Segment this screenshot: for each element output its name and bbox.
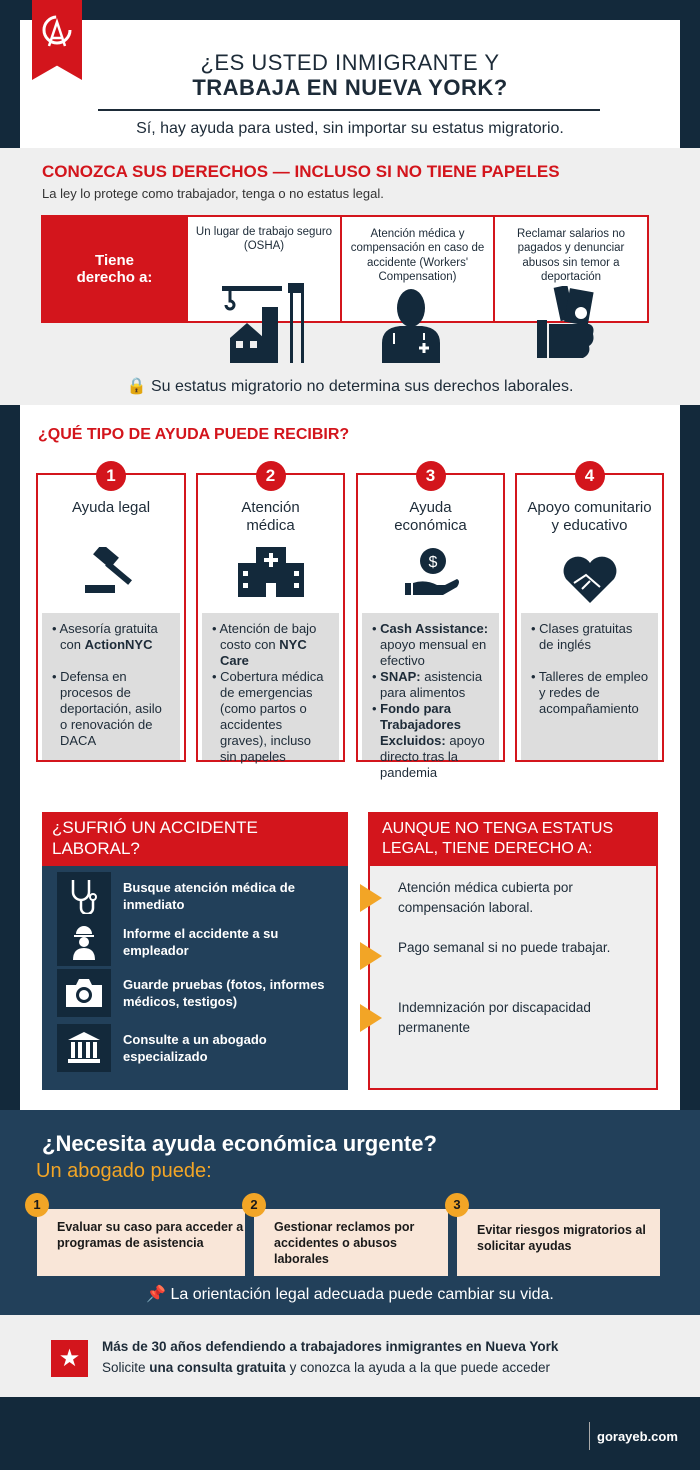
rights-note-text: Su estatus migratorio no determina sus d… bbox=[150, 378, 574, 395]
card-title: Atención médica bbox=[241, 499, 300, 534]
card-title: Ayuda económica bbox=[394, 499, 467, 534]
title-line2: TRABAJA EN NUEVA YORK? bbox=[192, 75, 508, 100]
right-label: Reclamar salarios no pagados y denunciar… bbox=[516, 228, 625, 284]
header bbox=[20, 20, 680, 148]
arrow-icon bbox=[360, 1004, 382, 1032]
rights-subheading: La ley lo protege como trabajador, tenga… bbox=[42, 186, 384, 201]
card-list: • Cash Assistance: apoyo mensual en efec… bbox=[362, 613, 499, 780]
title-line1: ¿ES USTED INMIGRANTE Y bbox=[200, 50, 500, 75]
card-number: 1 bbox=[25, 1193, 49, 1217]
gavel-icon bbox=[85, 547, 132, 593]
entitled-item: Indemnización por discapacidad permanent… bbox=[398, 1000, 591, 1035]
list-item: • SNAP: asistencia para alimentos bbox=[372, 669, 483, 700]
urgent-note: 📌 La orientación legal adecuada puede ca… bbox=[146, 1286, 554, 1303]
list-item: • Cash Assistance: apoyo mensual en efec… bbox=[372, 621, 489, 668]
help-card: 3 Ayuda económica $ • Cash Assistance: a… bbox=[356, 461, 505, 780]
svg-text:$: $ bbox=[428, 554, 437, 571]
rights-lead: Tiene derecho a: bbox=[41, 215, 188, 323]
entitled-item: Pago semanal si no puede trabajar. bbox=[398, 940, 611, 955]
list-item: • Asesoría gratuita con ActionNYC bbox=[52, 621, 158, 652]
help-card: 2 Atención médica • Atención de bajo cos… bbox=[196, 461, 345, 764]
divider bbox=[98, 109, 600, 111]
arrow-icon bbox=[360, 942, 382, 970]
card-number: 2 bbox=[255, 461, 286, 491]
courthouse-icon bbox=[68, 1032, 100, 1063]
logo-monogram-icon bbox=[42, 15, 72, 47]
heart-handshake-icon bbox=[563, 556, 616, 603]
cta-line2[interactable]: Solicite una consulta gratuita y conozca… bbox=[102, 1360, 550, 1375]
rights-heading: CONOZCA SUS DERECHOS — INCLUSO SI NO TIE… bbox=[42, 162, 560, 181]
card-list: • Clases gratuitas de inglés • Talleres … bbox=[521, 613, 658, 760]
right-label: Atención médica y compensación en caso d… bbox=[350, 228, 485, 284]
card-number: 3 bbox=[415, 461, 446, 491]
accident-heading: ¿SUFRIÓ UN ACCIDENTE LABORAL? bbox=[42, 812, 348, 866]
star-icon: ★ bbox=[51, 1340, 88, 1377]
accident-step: Consulte a un abogado especializado bbox=[57, 1022, 340, 1074]
camera-icon bbox=[66, 979, 102, 1007]
card-number: 4 bbox=[574, 461, 605, 491]
card-list: • Asesoría gratuita con ActionNYC • Defe… bbox=[42, 613, 180, 760]
accident-step: Busque atención médica de inmediato bbox=[57, 870, 340, 922]
footer-divider bbox=[589, 1422, 590, 1450]
arrow-icon bbox=[360, 884, 382, 912]
construction-icon bbox=[222, 283, 304, 363]
list-item: • Fondo para Trabajadores Excluidos: apo… bbox=[372, 701, 485, 780]
stethoscope-icon bbox=[71, 880, 97, 914]
help-card: 4 Apoyo comunitario y educativo • Clases… bbox=[515, 461, 664, 762]
entitled-box: AUNQUE NO TENGA ESTATUS LEGAL, TIENE DER… bbox=[360, 812, 658, 1090]
list-item: • Defensa en procesos de deportación, as… bbox=[52, 669, 162, 748]
pin-icon: 📌 bbox=[146, 1286, 167, 1303]
rights-note: 🔒 Su estatus migratorio no determina sus… bbox=[0, 376, 700, 396]
accident-box: ¿SUFRIÓ UN ACCIDENTE LABORAL? Busque ate… bbox=[42, 812, 348, 1090]
hospital-icon bbox=[237, 547, 304, 597]
right-item: Un lugar de trabajo seguro (OSHA) bbox=[188, 215, 342, 323]
right-label: Un lugar de trabajo seguro (OSHA) bbox=[195, 226, 333, 253]
card-number: 1 bbox=[96, 461, 126, 491]
card-title: Apoyo comunitario y educativo bbox=[527, 499, 652, 534]
subtitle: Sí, hay ayuda para usted, sin importar s… bbox=[136, 120, 564, 137]
worker-icon bbox=[73, 926, 95, 960]
urgent-subheading: Un abogado puede: bbox=[36, 1160, 212, 1182]
cta-section bbox=[0, 1315, 700, 1397]
list-item: • Atención de bajo costo con NYC Care bbox=[212, 621, 317, 668]
cta-line1: Más de 30 años defendiendo a trabajadore… bbox=[102, 1339, 559, 1354]
list-item: • Clases gratuitas de inglés bbox=[531, 621, 633, 652]
accident-step: Guarde pruebas (fotos, informes médicos,… bbox=[57, 967, 340, 1019]
card-list: • Atención de bajo costo con NYC Care • … bbox=[202, 613, 339, 764]
entitled-heading: AUNQUE NO TENGA ESTATUS LEGAL, TIENE DER… bbox=[370, 814, 656, 866]
doctor-icon bbox=[382, 289, 440, 363]
footer-site-link[interactable]: gorayeb.com bbox=[597, 1429, 678, 1444]
dollar-hand-icon: $ bbox=[404, 548, 459, 595]
card-number: 2 bbox=[242, 1193, 266, 1217]
entitled-item: Atención médica cubierta por compensació… bbox=[398, 880, 573, 915]
lock-icon: 🔒 bbox=[126, 378, 147, 395]
card-title: Ayuda legal bbox=[71, 499, 151, 516]
urgent-heading: ¿Necesita ayuda económica urgente? bbox=[42, 1131, 437, 1156]
list-item: • Cobertura médica de emergencias (como … bbox=[212, 669, 324, 764]
help-card: 1 Ayuda legal • Asesoría gratuita con Ac… bbox=[36, 461, 186, 762]
help-heading: ¿QUÉ TIPO DE AYUDA PUEDE RECIBIR? bbox=[38, 426, 350, 443]
money-hand-icon bbox=[537, 286, 594, 358]
card-number: 3 bbox=[445, 1193, 469, 1217]
right-item: Reclamar salarios no pagados y denunciar… bbox=[495, 215, 649, 323]
accident-step: Informe el accidente a su empleador bbox=[57, 916, 340, 968]
list-item: • Talleres de empleo y redes de acompaña… bbox=[531, 669, 649, 716]
